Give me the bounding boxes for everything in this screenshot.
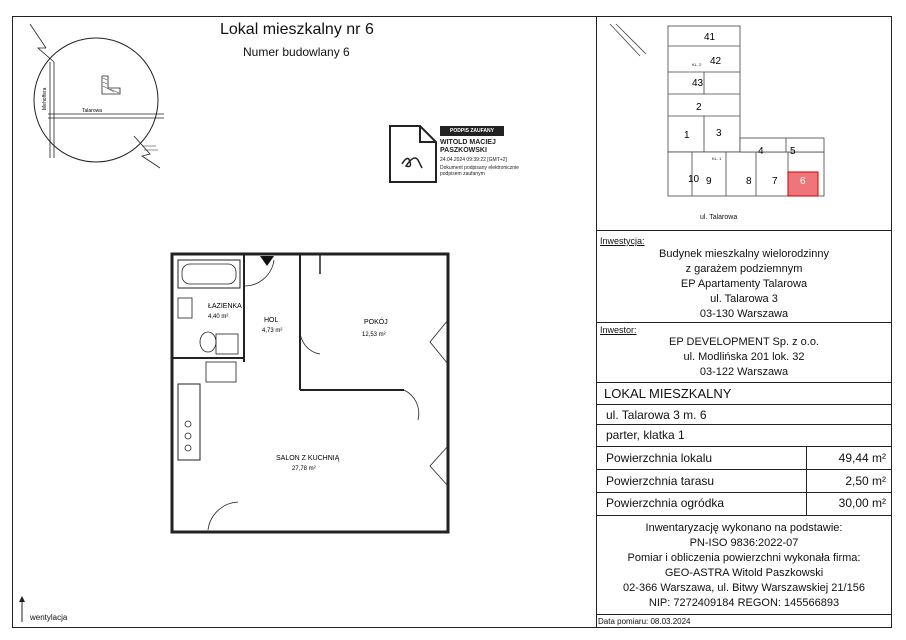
areas-column-divider bbox=[806, 446, 807, 515]
signature-name-2: PASZKOWSKI bbox=[440, 147, 487, 154]
investment-line-4: ul. Talarowa 3 bbox=[710, 293, 778, 305]
unit-1: 1 bbox=[684, 130, 690, 141]
north-arrow-icon bbox=[29, 23, 55, 63]
page-subtitle: Numer budowlany 6 bbox=[243, 45, 350, 59]
stair-label-1: KL. 1 bbox=[712, 156, 722, 161]
unit-7: 7 bbox=[772, 176, 778, 187]
unit-3: 3 bbox=[716, 128, 722, 139]
signature-badge: PODPIS ZAUFANY bbox=[440, 126, 504, 136]
stair-label-2: KL. 2 bbox=[692, 62, 702, 67]
divider bbox=[596, 515, 892, 516]
unit-9: 9 bbox=[706, 176, 712, 187]
divider bbox=[596, 382, 892, 383]
footer-line-4: GEO-ASTRA Witold Paszkowski bbox=[664, 567, 824, 579]
area-value-lokal: 49,44 m² bbox=[838, 451, 886, 465]
ventilation-arrow-icon bbox=[19, 596, 25, 622]
page-title: Lokal mieszkalny nr 6 bbox=[220, 21, 374, 38]
unit-address: ul. Talarowa 3 m. 6 bbox=[606, 408, 707, 422]
floor-plan: ŁAZIENKA 4,40 m² HOL 4,73 m² POKÓJ 12,53… bbox=[170, 252, 450, 534]
room-name-hall: HOL bbox=[264, 317, 279, 324]
signature-document-icon bbox=[389, 125, 437, 183]
investor-line-2: ul. Modlińska 201 lok. 32 bbox=[683, 351, 805, 363]
area-value-ogrodek: 30,00 m² bbox=[838, 496, 886, 510]
highlighted-unit-shape bbox=[787, 171, 819, 197]
unit-5: 5 bbox=[790, 146, 796, 157]
entrance-triangle-icon bbox=[260, 256, 274, 266]
divider bbox=[596, 469, 892, 470]
unit-6: 6 bbox=[800, 176, 806, 187]
signature-date: 24.04.2024 09:39:22 [GMT+2] bbox=[440, 157, 507, 163]
building-shape bbox=[101, 75, 121, 95]
unit-43: 43 bbox=[692, 78, 704, 89]
room-name-bathroom: ŁAZIENKA bbox=[208, 303, 242, 310]
room-area-room: 12,53 m² bbox=[362, 332, 386, 338]
signature-note-1: Dokument podpisany elektronicznie bbox=[440, 165, 519, 171]
location-map: Talarowa Mehoffera bbox=[29, 23, 164, 169]
room-area-bathroom: 4,40 m² bbox=[208, 314, 228, 320]
footer-line-1: Inwentaryzację wykonano na podstawie: bbox=[645, 522, 843, 534]
investor-line-3: 03-122 Warszawa bbox=[699, 366, 789, 378]
unit-10: 10 bbox=[688, 174, 700, 185]
room-name-living-kitchen: SALON Z KUCHNIĄ bbox=[276, 455, 340, 462]
key-plan-street: ul. Talarowa bbox=[700, 214, 738, 221]
street-label-horizontal: Talarowa bbox=[82, 108, 102, 114]
investment-line-5: 03-130 Warszawa bbox=[699, 308, 789, 320]
unit-2: 2 bbox=[696, 102, 702, 113]
unit-type: LOKAL MIESZKALNY bbox=[604, 386, 732, 401]
footer-line-3: Pomiar i obliczenia powierzchni wykonała… bbox=[627, 552, 861, 564]
divider bbox=[596, 614, 892, 615]
signature-name-1: WITOLD MACIEJ bbox=[440, 139, 496, 146]
room-name-room: POKÓJ bbox=[364, 317, 388, 326]
measurement-date: Data pomiaru: 08.03.2024 bbox=[598, 617, 691, 626]
investor-line-1: EP DEVELOPMENT Sp. z o.o. bbox=[669, 336, 819, 348]
investment-line-3: EP Apartamenty Talarowa bbox=[680, 278, 808, 290]
signature-note-2: podpisem zaufanym bbox=[440, 171, 485, 177]
area-value-taras: 2,50 m² bbox=[845, 474, 886, 488]
area-label-lokal: Powierzchnia lokalu bbox=[606, 451, 713, 465]
unit-8: 8 bbox=[746, 176, 752, 187]
divider bbox=[596, 230, 892, 231]
investor-label: Inwestor: bbox=[600, 325, 637, 335]
area-label-taras: Powierzchnia tarasu bbox=[606, 474, 715, 488]
unit-41: 41 bbox=[704, 32, 716, 43]
footer-line-5: 02-366 Warszawa, ul. Bitwy Warszawskiej … bbox=[623, 582, 865, 594]
footer-line-6: NIP: 7272409184 REGON: 145566893 bbox=[648, 597, 840, 609]
ventilation-label: wentylacja bbox=[30, 613, 68, 622]
unit-4: 4 bbox=[758, 146, 764, 157]
room-area-hall: 4,73 m² bbox=[262, 328, 282, 334]
unit-floor: parter, klatka 1 bbox=[606, 428, 685, 442]
key-plan: 41 42 43 2 1 3 4 5 10 9 8 7 6 KL. 2 KL. … bbox=[609, 23, 825, 197]
divider bbox=[596, 446, 892, 447]
street-label-vertical: Mehoffera bbox=[42, 87, 48, 110]
divider bbox=[596, 404, 892, 405]
room-area-living-kitchen: 27,78 m² bbox=[292, 466, 316, 472]
area-label-ogrodek: Powierzchnia ogródka bbox=[606, 496, 725, 510]
investment-label: Inwestycja: bbox=[600, 236, 645, 246]
divider bbox=[596, 322, 892, 323]
unit-42: 42 bbox=[710, 56, 722, 67]
investment-line-1: Budynek mieszkalny wielorodzinny bbox=[659, 248, 829, 260]
divider bbox=[596, 492, 892, 493]
investment-line-2: z garażem podziemnym bbox=[685, 263, 803, 275]
footer-line-2: PN-ISO 9836:2022-07 bbox=[689, 537, 799, 549]
divider bbox=[596, 424, 892, 425]
